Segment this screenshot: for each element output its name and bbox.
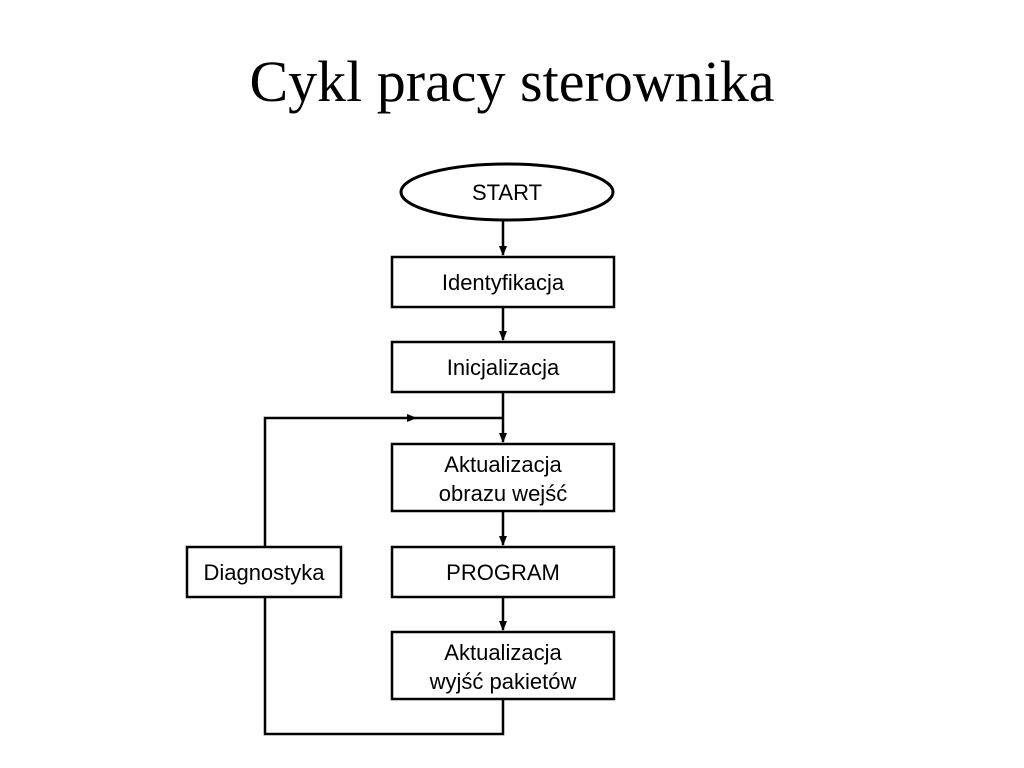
svg-text:Aktualizacja: Aktualizacja	[444, 452, 562, 477]
node-program: PROGRAM	[390, 545, 616, 599]
node-program-label: PROGRAM	[446, 560, 560, 585]
node-diagnostyka-label: Diagnostyka	[203, 560, 325, 585]
node-identyfikacja: Identyfikacja	[390, 255, 616, 309]
node-identyfikacja-label: Identyfikacja	[442, 270, 565, 295]
node-start-label: START	[472, 180, 542, 205]
svg-text:Aktualizacja: Aktualizacja	[444, 640, 562, 665]
node-diagnostyka: Diagnostyka	[185, 545, 343, 599]
node-aktualizacja-wyjsc-line-1: Aktualizacja	[444, 640, 562, 665]
node-aktualizacja-wyjsc-line-2: wyjść pakietów	[429, 669, 577, 694]
slide-title: Cykl pracy sterownika	[249, 49, 775, 114]
svg-text:PROGRAM: PROGRAM	[446, 560, 560, 585]
svg-text:Diagnostyka: Diagnostyka	[203, 560, 325, 585]
node-inicjalizacja-label: Inicjalizacja	[447, 355, 560, 380]
node-aktualizacja-wejsc-line-2: obrazu wejść	[439, 481, 567, 506]
svg-text:obrazu wejść: obrazu wejść	[439, 481, 567, 506]
connector-diagnostyka-to-loop	[263, 414, 417, 547]
svg-text:wyjść pakietów: wyjść pakietów	[429, 669, 577, 694]
node-start: START	[399, 162, 615, 222]
svg-text:START: START	[472, 180, 542, 205]
node-aktualizacja-wejsc-line-1: Aktualizacja	[444, 452, 562, 477]
node-inicjalizacja: Inicjalizacja	[390, 340, 616, 394]
node-aktualizacja-wejsc: Aktualizacja obrazu wejść	[390, 442, 616, 513]
node-aktualizacja-wyjsc: Aktualizacja wyjść pakietów	[390, 630, 616, 701]
svg-text:Inicjalizacja: Inicjalizacja	[447, 355, 560, 380]
connector-loop-to-diagnostyka	[263, 598, 505, 736]
svg-text:Identyfikacja: Identyfikacja	[442, 270, 565, 295]
